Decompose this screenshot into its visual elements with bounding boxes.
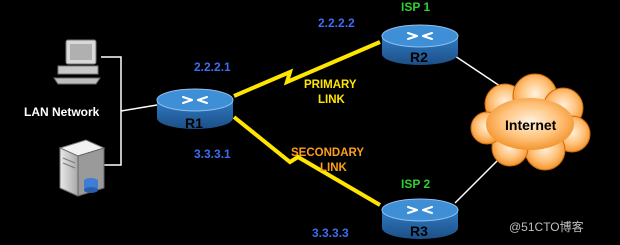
secondary-link-label-line1: SECONDARY [291,147,364,159]
internet-label: Internet [505,117,557,133]
router-r3-label: R3 [410,223,428,239]
server-icon [58,139,106,197]
workstation-icon [53,39,101,85]
primary-link-lightning-icon [233,40,381,98]
router-r3-icon [381,198,459,239]
internet-to-r3-line [454,157,501,204]
r2-ip-label: 2.2.2.2 [318,16,355,30]
lan-to-r1-line [120,104,158,112]
router-r2-label: R2 [410,49,428,65]
r1-primary-ip-label: 2.2.2.1 [194,60,231,74]
r3-ip-label: 3.3.3.3 [312,226,349,240]
router-r1-label: R1 [185,115,203,131]
primary-link-label-line1: PRIMARY [304,79,357,91]
lan-network-label: LAN Network [24,105,100,119]
wired-connections [101,53,516,204]
primary-link-label-line2: LINK [318,94,346,106]
router-r1-icon [156,88,234,129]
router-r2-icon [381,24,459,65]
secondary-link-label-line2: LINK [320,162,348,174]
watermark-text: @51CTO博客 [509,219,584,234]
r1-secondary-ip-label: 3.3.3.1 [194,147,231,161]
secondary-link-lightning-icon [232,115,382,207]
isp2-label: ISP 2 [401,177,430,191]
isp1-label: ISP 1 [401,0,430,14]
internet-cloud-icon [470,73,591,171]
